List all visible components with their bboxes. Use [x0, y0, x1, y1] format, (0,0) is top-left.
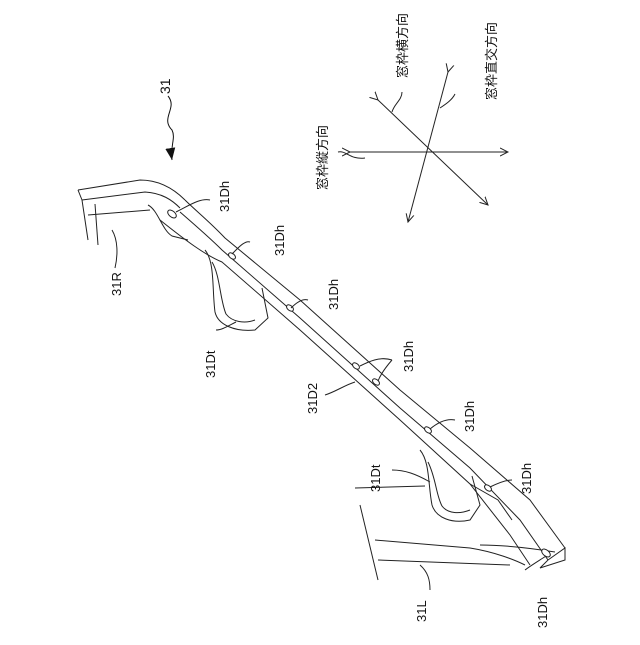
- label-31Dt-upper: 31Dt: [204, 351, 217, 378]
- leader-vertical: [338, 152, 365, 159]
- label-31Dh-6: 31Dh: [520, 463, 533, 494]
- tab-lower: [420, 450, 512, 521]
- assembly-arrow: [168, 96, 174, 160]
- hole-mark-2: [227, 252, 236, 261]
- label-31Dh-5: 31Dh: [463, 401, 476, 432]
- hole-mark-7: [483, 484, 492, 493]
- hole-mark-1: [166, 208, 178, 219]
- hole-mark-3: [285, 304, 294, 313]
- orthogonal-direction-axis: [408, 72, 448, 222]
- tab-upper: [148, 205, 268, 330]
- label-horizontal-direction: 窓枠横方向: [396, 13, 409, 78]
- direction-indicator: [338, 72, 508, 222]
- label-31L: 31L: [415, 600, 428, 622]
- leader-lines: [112, 200, 546, 590]
- frame-31L: [355, 486, 555, 580]
- label-31Dh-4: 31Dh: [402, 341, 415, 372]
- hole-mark-8: [540, 547, 552, 558]
- label-31Dh-1: 31Dh: [218, 181, 231, 212]
- leader-horizontal: [392, 92, 402, 112]
- label-31: 31: [158, 78, 172, 94]
- label-orthogonal-direction: 窓枠直交方向: [485, 22, 498, 100]
- label-31Dh-7: 31Dh: [536, 597, 549, 628]
- label-31Dh-2: 31Dh: [273, 225, 286, 256]
- label-31Dh-3: 31Dh: [327, 279, 340, 310]
- label-31Dt-lower: 31Dt: [369, 465, 382, 492]
- label-31R: 31R: [110, 272, 123, 296]
- hole-mark-4: [351, 362, 360, 371]
- leader-orthogonal: [440, 94, 455, 108]
- rail-body: [160, 200, 565, 568]
- label-vertical-direction: 窓枠縦方向: [316, 125, 329, 190]
- hole-mark-6: [423, 426, 432, 435]
- label-31D2: 31D2: [306, 383, 319, 414]
